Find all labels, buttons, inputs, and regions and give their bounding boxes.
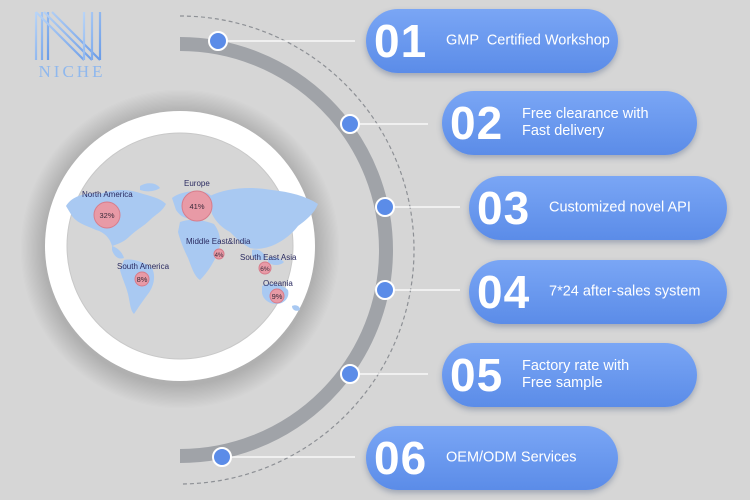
label-north-america: North America	[82, 190, 133, 199]
pct-south-east-asia: 6%	[260, 266, 270, 273]
bubble-oceania	[269, 288, 285, 304]
feature-line: Free sample	[522, 375, 603, 391]
feature-pill-02: 02 Free clearance with Fast delivery	[442, 91, 697, 155]
feature-pill-03: 03 Customized novel API	[469, 176, 727, 240]
feature-pill-01: 01 GMP Certified Workshop	[366, 9, 618, 73]
label-europe: Europe	[184, 179, 210, 188]
label-middle-east-india: Middle East&India	[186, 237, 251, 246]
feature-text: Factory rate with Free sample	[522, 358, 681, 392]
bubble-europe	[181, 190, 213, 222]
dot-03	[375, 197, 395, 217]
feature-line: GMP Certified Workshop	[446, 32, 610, 49]
pct-middle-east-india: 4%	[215, 253, 224, 259]
label-oceania: Oceania	[263, 279, 293, 288]
dot-01	[208, 31, 228, 51]
pct-south-america: 8%	[137, 275, 148, 284]
feature-number: 04	[477, 266, 531, 318]
feature-line: OEM/ODM Services	[446, 449, 577, 466]
dot-02	[340, 114, 360, 134]
feature-line: Customized novel API	[549, 199, 691, 216]
feature-line: Fast delivery	[522, 123, 605, 139]
timeline-dots	[208, 31, 395, 467]
dot-05	[340, 364, 360, 384]
niche-logo	[34, 11, 102, 61]
region-labels: North America Europe Middle East&India S…	[82, 179, 297, 288]
label-south-east-asia: South East Asia	[240, 253, 297, 262]
feature-number: 03	[477, 182, 531, 234]
dot-04	[375, 280, 395, 300]
thick-arc	[179, 37, 393, 463]
feature-line: Free clearance with	[522, 106, 649, 122]
feature-text: Free clearance with Fast delivery	[522, 106, 681, 140]
feature-text: GMP Certified Workshop	[446, 32, 610, 50]
feature-line: 7*24 after-sales system	[549, 283, 701, 300]
feature-pill-05: 05 Factory rate with Free sample	[442, 343, 697, 407]
pct-north-america: 32%	[99, 211, 114, 220]
outer-dashed-arc	[179, 15, 415, 485]
label-south-america: South America	[117, 262, 170, 271]
bubble-south-america	[134, 271, 150, 287]
logo-text: NICHE	[38, 62, 106, 81]
pct-europe: 41%	[189, 202, 204, 211]
feature-number: 05	[450, 349, 504, 401]
feature-line: Factory rate with	[522, 358, 630, 374]
market-bubbles	[93, 190, 285, 304]
feature-text: OEM/ODM Services	[446, 450, 602, 467]
feature-text: Customized novel API	[549, 200, 711, 217]
dot-06	[212, 447, 232, 467]
bubble-middle-east-india	[213, 248, 225, 260]
bubble-south-east-asia	[258, 261, 272, 275]
connector-lines	[218, 40, 460, 458]
percent-labels: 32% 41% 4% 6% 8% 9%	[99, 202, 282, 301]
pct-oceania: 9%	[272, 292, 283, 301]
feature-number: 06	[374, 432, 428, 484]
feature-text: 7*24 after-sales system	[549, 284, 711, 301]
feature-pill-06: 06 OEM/ODM Services	[366, 426, 618, 490]
feature-number: 01	[374, 15, 428, 67]
feature-pill-04: 04 7*24 after-sales system	[469, 260, 727, 324]
bubble-north-america	[93, 201, 121, 229]
feature-number: 02	[450, 97, 504, 149]
